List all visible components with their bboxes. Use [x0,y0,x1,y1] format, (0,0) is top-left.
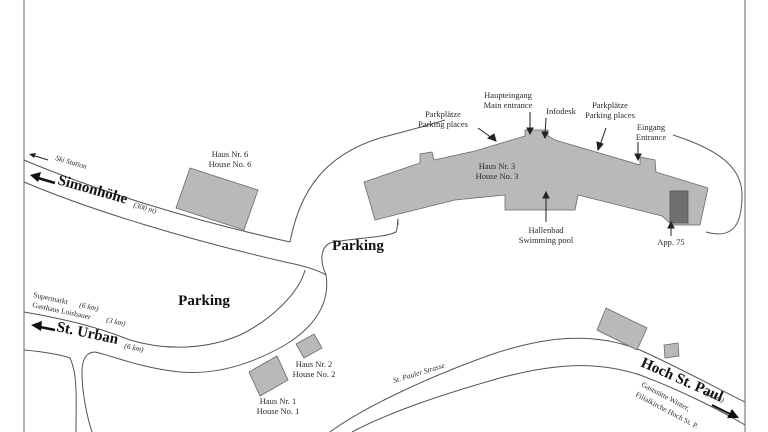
house-2-label-de: Haus Nr. 2 [296,359,333,369]
parking-left-pointer-head [486,133,497,142]
parking-left-area-label: Parking [178,293,230,309]
outbuilding-large [596,307,648,351]
apartment-75 [669,190,689,224]
house-2 [295,333,323,359]
house-6-label-de: Haus Nr. 6 [212,149,249,159]
parking-left-label-en: Parking places [418,119,468,129]
apartment-pointer-head [667,220,675,229]
outbuilding-small [663,342,680,359]
main-entrance-label-en: Main entrance [484,100,533,110]
gasthaus-distance-label: (3 km) [106,315,127,328]
swimming-pool-label-de: Hallenbad [529,225,565,235]
pointer-arrows [477,112,675,236]
swimming-pool-pointer-head [542,190,550,199]
road-st-urban-inner [81,274,328,432]
main-entrance-pointer-head [526,127,534,136]
parking-center-label: Parking [332,238,384,254]
house-6 [175,167,259,231]
infodesk-pointer [544,117,547,135]
parking-right-label-de: Parkplätze [592,100,628,110]
road-right-edge [672,134,743,235]
parking-right-pointer [599,127,607,146]
st-urban-arrow [39,325,56,332]
st-urban-arrowhead [31,321,42,331]
house-1-label-en: House No. 1 [257,406,300,416]
parking-left-label-de: Parkplätze [425,109,461,119]
hoch-st-paul-arrow [711,404,731,415]
house-6-label-en: House No. 6 [209,159,252,169]
main-building-label-de: Haus Nr. 3 [479,161,516,171]
swimming-pool-label-en: Swimming pool [519,235,574,245]
road-simonhoehe-lower [23,181,327,276]
ski-station-arrowhead [29,153,36,158]
direction-arrows [29,153,739,418]
parking-right-label-en: Parking places [585,110,635,120]
road-st-urban-upper [23,269,306,348]
road-parking-center-edge [321,218,399,276]
house-1 [248,355,289,397]
entrance-label-en: Entrance [636,132,666,142]
road-st-urban-lower [23,349,77,432]
house-1-label-de: Haus Nr. 1 [260,396,297,406]
st-pauler-strasse-label: St. Pauler Strasse [392,360,446,384]
road-simonhoehe-upper [23,159,291,243]
st-urban-distance-label: (6 km) [124,341,145,354]
simonhoehe-label: Simonhöhe [56,172,130,207]
road-st-pauler-lower [351,365,746,432]
road-st-pauler-upper [329,337,746,432]
infodesk-pointer-head [541,131,549,140]
hoch-st-paul-arrowhead [727,409,739,418]
road-network [23,119,746,432]
main-building [363,129,709,226]
simonhoehe-arrow [37,176,56,185]
simonhoehe-arrowhead [30,172,41,182]
simonhoehe-distance-label: (300 m) [132,200,158,215]
entrance-label-de: Eingang [637,122,666,132]
entrance-pointer-head [634,153,642,162]
apartment-label: App. 75 [657,237,684,247]
house-2-label-en: House No. 2 [293,369,336,379]
infodesk-label: Infodesk [546,106,576,116]
supermarkt-distance-label: (6 km) [79,300,100,313]
road-parking-loop [289,119,446,243]
parking-right-pointer-head [596,141,604,152]
ski-station-label: Ski Station [54,153,88,171]
buildings [175,129,709,397]
main-entrance-label-de: Haupteingang [484,90,532,100]
main-building-label-en: House No. 3 [476,171,519,181]
